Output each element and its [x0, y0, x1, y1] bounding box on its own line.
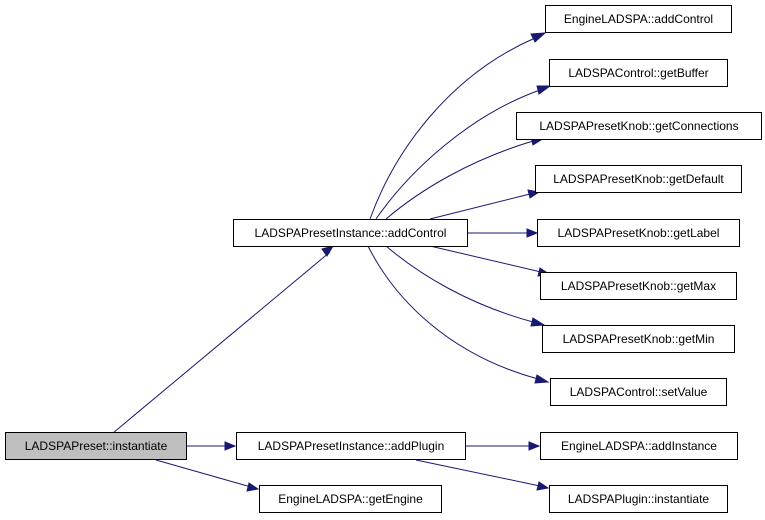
edge-root-to-add-control-arrow: [321, 245, 335, 257]
edge-add-control-to-knob-get-min-arrow: [530, 317, 546, 327]
edge-add-control-to-knob-get-default: [429, 193, 531, 220]
node-knob-get-label-box: [537, 219, 740, 247]
edge-root-to-add-control: [112, 251, 331, 434]
node-control-set-value[interactable]: LADSPAControl::setValue: [550, 378, 727, 406]
node-add-control[interactable]: LADSPAPresetInstance::addControl: [233, 219, 468, 247]
node-knob-get-max-box: [540, 272, 737, 300]
node-add-control-box: [233, 219, 468, 247]
node-knob-get-min[interactable]: LADSPAPresetKnob::getMin: [542, 325, 735, 353]
edge-add-control-to-knob-get-max: [429, 245, 542, 273]
edge-root-to-get-engine: [155, 459, 252, 488]
node-engine-add-instance[interactable]: EngineLADSPA::addInstance: [540, 432, 738, 460]
node-plugin-instantiate-box: [549, 485, 728, 513]
edge-add-control-to-engine-add-control-arrow: [530, 32, 547, 43]
node-get-engine-label: EngineLADSPA::getEngine: [278, 492, 423, 506]
node-add-control-label: LADSPAPresetInstance::addControl: [255, 226, 447, 240]
node-knob-get-min-label: LADSPAPresetKnob::getMin: [563, 332, 715, 346]
node-engine-add-control-box: [545, 5, 732, 33]
edge-add-control-to-knob-get-min: [385, 245, 534, 323]
edge-add-control-to-knob-get-connections: [385, 140, 534, 220]
node-engine-add-control[interactable]: EngineLADSPA::addControl: [545, 5, 732, 33]
node-add-plugin[interactable]: LADSPAPresetInstance::addPlugin: [236, 432, 466, 460]
edge-root-to-get-engine-arrow: [246, 482, 260, 492]
node-plugin-instantiate-label: LADSPAPlugin::instantiate: [568, 492, 710, 506]
node-root-box: [5, 432, 187, 460]
node-add-plugin-box: [236, 432, 466, 460]
node-control-set-value-box: [550, 378, 727, 406]
edge-add-control-to-control-set-value-arrow: [534, 374, 550, 384]
edge-add-control-to-knob-get-label-arrow: [526, 228, 539, 238]
node-knob-get-default-label: LADSPAPresetKnob::getDefault: [553, 172, 724, 186]
node-get-engine-box: [259, 485, 442, 513]
node-control-set-value-label: LADSPAControl::setValue: [570, 385, 708, 399]
node-engine-add-control-label: EngineLADSPA::addControl: [564, 12, 713, 26]
node-root[interactable]: LADSPAPreset::instantiate: [5, 432, 187, 460]
node-knob-get-connections[interactable]: LADSPAPresetKnob::getConnections: [516, 112, 762, 140]
node-knob-get-connections-box: [516, 112, 762, 140]
edge-add-control-to-engine-add-control: [369, 37, 536, 220]
node-engine-add-instance-box: [540, 432, 738, 460]
edge-add-control-to-control-set-value: [367, 245, 539, 380]
node-control-get-buffer-box: [549, 59, 728, 87]
node-knob-get-label[interactable]: LADSPAPresetKnob::getLabel: [537, 219, 740, 247]
edge-root-to-add-plugin-arrow: [224, 441, 237, 451]
edge-add-control-to-control-get-buffer: [375, 89, 541, 220]
node-knob-get-connections-label: LADSPAPresetKnob::getConnections: [539, 119, 738, 133]
node-engine-add-instance-label: EngineLADSPA::addInstance: [561, 439, 717, 453]
node-knob-get-max[interactable]: LADSPAPresetKnob::getMax: [540, 272, 737, 300]
node-control-get-buffer[interactable]: LADSPAControl::getBuffer: [549, 59, 728, 87]
edge-add-plugin-to-plugin-instantiate-arrow: [536, 481, 550, 491]
node-knob-get-max-label: LADSPAPresetKnob::getMax: [561, 279, 716, 293]
node-get-engine[interactable]: EngineLADSPA::getEngine: [259, 485, 442, 513]
edges: [112, 32, 552, 492]
node-control-get-buffer-label: LADSPAControl::getBuffer: [568, 66, 708, 80]
node-root-label: LADSPAPreset::instantiate: [25, 439, 168, 453]
edge-add-plugin-to-plugin-instantiate: [415, 459, 541, 487]
edge-add-control-to-control-get-buffer-arrow: [536, 85, 552, 95]
node-knob-get-min-box: [542, 325, 735, 353]
node-knob-get-label-label: LADSPAPresetKnob::getLabel: [558, 226, 720, 240]
node-knob-get-default-box: [535, 165, 742, 193]
edge-add-plugin-to-engine-add-instance-arrow: [528, 441, 541, 451]
node-knob-get-default[interactable]: LADSPAPresetKnob::getDefault: [535, 165, 742, 193]
node-plugin-instantiate[interactable]: LADSPAPlugin::instantiate: [549, 485, 728, 513]
node-add-plugin-label: LADSPAPresetInstance::addPlugin: [258, 439, 445, 453]
